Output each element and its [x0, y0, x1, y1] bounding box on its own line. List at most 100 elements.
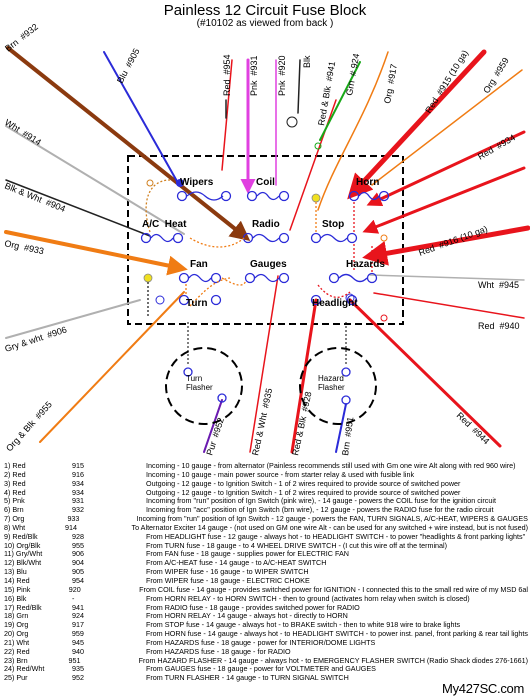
legend-wire-number: 934 — [72, 487, 84, 497]
jumper — [317, 284, 351, 298]
legend-wire-color: 9) Red/Blk — [4, 531, 38, 541]
fuse-label-turn: Turn — [186, 298, 207, 309]
jumper — [189, 237, 245, 248]
terminal-dot — [176, 179, 184, 187]
legend-spacer — [109, 568, 146, 577]
fuse-label-gauges: Gauges — [250, 259, 287, 270]
legend-wire-color: 17) Red/Blk — [4, 602, 42, 612]
legend-description: Incoming - 10 gauge - main power source … — [146, 469, 415, 479]
legend-spacer — [109, 621, 146, 630]
jumper — [145, 179, 171, 233]
legend-wire-number: - — [72, 593, 75, 603]
legend-description: From HORN fuse - 14 gauge - always hot -… — [145, 629, 528, 639]
legend-wire-number: 954 — [72, 575, 84, 585]
wire-org-917 — [317, 51, 389, 211]
wire-label-red-blk-928: Red & Blk #928 — [290, 391, 313, 457]
legend-spacer — [109, 639, 146, 648]
fuse-label-stop: Stop — [322, 219, 344, 230]
wire-brn-932 — [6, 46, 251, 241]
fuse-ac-heat — [140, 232, 184, 244]
wire-label-red-915: Red #915 (10 ga) — [423, 48, 470, 115]
flasher-label-line: Flasher — [186, 383, 213, 392]
wire-red-blk-941 — [289, 99, 337, 231]
wire-org-959 — [371, 69, 523, 186]
wire-label-red-940: Red #940 — [478, 321, 520, 331]
fuse-label-ac-heat: A/C Heat — [142, 219, 187, 230]
legend-description: From HAZARDS fuse - 18 gauge - power for… — [146, 637, 376, 647]
legend-description: From GAUGES fuse - 18 gauge - power for … — [146, 664, 376, 674]
wire-label-pur-952: Pur #952 — [204, 416, 226, 456]
wire-red-954 — [221, 59, 233, 171]
legend-wire-number: 955 — [72, 540, 84, 550]
wire-brn-951 — [335, 403, 347, 453]
legend-wire-color: 5) Pnk — [4, 496, 25, 506]
wire-red-wht-935 — [249, 275, 279, 453]
legend-wire-number: 959 — [71, 629, 84, 639]
legend-wire-number: 928 — [72, 531, 84, 541]
jumper — [189, 277, 231, 307]
legend-wire-number: 931 — [72, 496, 84, 506]
wire-red-944 — [348, 298, 502, 448]
fuse-turn — [178, 294, 222, 306]
flasher-label-line: Turn — [186, 374, 202, 383]
wire-red-blk-928 — [290, 298, 318, 454]
legend-wire-color: 16) Blk — [4, 593, 27, 603]
wire-label-wht-914: Wht #914 — [3, 117, 43, 147]
legend-wire-color: 4) Red — [4, 487, 26, 497]
terminal-dot — [286, 116, 298, 128]
legend-spacer — [109, 674, 146, 683]
legend-spacer — [109, 542, 146, 551]
legend-description: Incoming - 10 gauge - from alternator (P… — [146, 461, 516, 470]
terminal-dot — [143, 273, 153, 283]
fuse-radio — [242, 232, 290, 244]
legend-spacer — [109, 665, 146, 674]
legend-spacer — [109, 604, 146, 613]
fuse-label-horn: Horn — [356, 177, 379, 188]
fuse-gauges — [244, 272, 290, 284]
wire-label-red-916: Red #916 (10 ga) — [417, 224, 489, 258]
fuse-label-fan: Fan — [190, 259, 208, 270]
wire-org-blk-955 — [39, 291, 185, 443]
wire-label-pnk-920: Pnk #920 — [277, 55, 287, 96]
legend-spacer — [109, 612, 146, 621]
wire-red-934 — [366, 130, 526, 206]
wire-label-red-954: Red #954 — [222, 54, 232, 96]
legend-description: From HORN RELAY - 14 gauge - always hot … — [146, 611, 348, 621]
wire-label-org-917: Org #917 — [382, 63, 399, 104]
turn-flasher-terminal — [217, 393, 227, 403]
legend-wire-number: 933 — [67, 514, 80, 524]
legend-spacer — [109, 489, 146, 498]
legend-wire-color: 8) Wht — [4, 522, 26, 532]
legend-wire-color: 13) Blu — [4, 567, 27, 577]
terminal-dot — [380, 234, 388, 242]
legend-spacer — [109, 559, 146, 568]
legend-wire-color: 12) Blk/Wht — [4, 558, 42, 568]
legend-wire-number: 951 — [68, 655, 81, 665]
wire-red-916 — [362, 225, 530, 266]
wire-label-grn-924: Grn # 924 — [344, 53, 361, 97]
fuse-label-headlight: Headlight — [312, 298, 358, 309]
legend-description: Incoming from "acc" position of Ign Swit… — [146, 505, 494, 515]
terminal-dot — [380, 314, 388, 322]
fuse-block-outline — [127, 155, 404, 325]
legend-wire-number: 952 — [72, 673, 84, 683]
wire-label-org-933: Org #933 — [4, 238, 45, 256]
legend-wire-number: 915 — [72, 461, 84, 470]
legend-wire-number: 935 — [72, 664, 84, 674]
legend-wire-number: 932 — [72, 505, 84, 515]
legend-wire-number: 934 — [72, 478, 84, 488]
fuse-headlight — [310, 294, 358, 306]
legend-description: From A/C-HEAT fuse - 14 gauge - to A/C-H… — [146, 558, 327, 568]
legend-spacer — [109, 480, 146, 489]
